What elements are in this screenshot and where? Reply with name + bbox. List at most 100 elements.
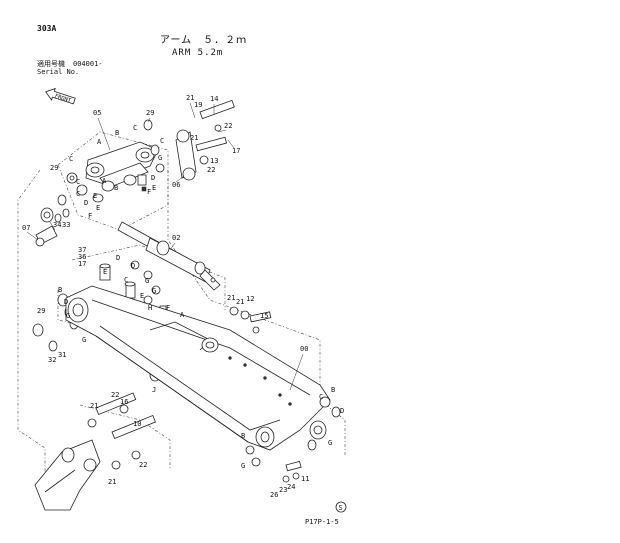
callout: 14: [210, 95, 218, 103]
callout: E: [103, 268, 107, 276]
link-bushings: [57, 119, 165, 206]
callout: B: [331, 386, 335, 394]
callout: F: [166, 304, 170, 312]
callout: D: [151, 174, 155, 182]
part-callouts: 05 29 21 19 14 22 17 13 06 21 22 C B A C…: [22, 94, 344, 499]
callout: E: [140, 292, 144, 300]
callout: B: [241, 432, 245, 440]
callout: 34: [53, 221, 61, 229]
callout: 21: [227, 294, 235, 302]
callout: 29: [50, 164, 58, 172]
leader-lines: [26, 102, 304, 391]
callout: 37: [78, 246, 86, 254]
callout: 23: [279, 486, 287, 494]
callout: 17: [78, 260, 86, 268]
callout: C: [160, 137, 164, 145]
callout: 36: [78, 253, 86, 261]
callout: 31: [58, 351, 66, 359]
page-reference: P17P-1-5: [305, 518, 339, 526]
callout: G: [158, 154, 162, 162]
left-bracket-line: [17, 169, 46, 480]
callout: 21: [190, 134, 198, 142]
callout: 12: [246, 295, 254, 303]
bottom-pin-set: [282, 460, 302, 483]
title-english: ARM 5.2m: [172, 48, 224, 58]
callout: 21: [108, 478, 116, 486]
callout: H: [148, 304, 152, 312]
callout: 02: [172, 234, 180, 242]
front-direction-arrow: FRONT: [45, 87, 76, 105]
callout: A: [97, 138, 102, 146]
callout: G: [328, 439, 332, 447]
bucket-cylinder: [117, 221, 221, 291]
callout: J: [152, 386, 156, 394]
callout: B: [114, 184, 118, 192]
rod-guide-line: [167, 170, 321, 400]
revision-mark: S: [335, 501, 347, 513]
callout: E: [93, 192, 97, 200]
callout: 22: [139, 461, 147, 469]
callout: 21: [236, 298, 244, 306]
callout: 22: [224, 122, 232, 130]
callout: D: [340, 407, 344, 415]
serial-label-japanese: 適用号機: [37, 60, 65, 68]
callout: G: [82, 336, 86, 344]
callout: 22: [111, 391, 119, 399]
callout: D: [64, 298, 68, 306]
callout: A: [102, 177, 107, 185]
bucket-guide-line: [79, 404, 171, 470]
callout: G: [145, 277, 149, 285]
callout: 29: [146, 109, 154, 117]
callout: 15: [260, 312, 268, 320]
callout: C: [76, 190, 80, 198]
callout: F: [147, 188, 151, 196]
revision-mark-letter: S: [339, 504, 343, 512]
callout: 21: [186, 94, 194, 102]
callout: 10: [133, 420, 141, 428]
bucket-partial: [34, 439, 101, 511]
link-assembly: [85, 141, 159, 192]
callout: D: [84, 199, 88, 207]
right-guide-line: [319, 399, 346, 455]
callout: 00: [300, 345, 308, 353]
callout: 21: [90, 402, 98, 410]
callout: A: [180, 311, 185, 319]
callout: 24: [287, 483, 295, 491]
callout: E: [96, 204, 100, 212]
serial-number-value: 004001-: [73, 60, 103, 68]
side-link: [175, 99, 235, 181]
callout: 05: [93, 109, 101, 117]
page-code: 303A: [37, 24, 57, 33]
callout: 26: [270, 491, 278, 499]
callout: 13: [210, 157, 218, 165]
callout: D: [116, 254, 120, 262]
callout: G: [152, 287, 156, 295]
callout: C: [76, 178, 80, 186]
callout: 29: [37, 307, 45, 315]
callout: D: [131, 262, 135, 270]
callout: G: [241, 462, 245, 470]
callout: 11: [301, 475, 309, 483]
boss-pin-set: [229, 306, 272, 334]
callout: 19: [194, 101, 202, 109]
arm-body: [65, 285, 341, 467]
callout: 16: [120, 398, 128, 406]
callout: 32: [48, 356, 56, 364]
serial-label-english: Serial No.: [37, 68, 80, 76]
callout: C: [69, 155, 73, 163]
lower-pins: [87, 392, 156, 470]
callout: C: [124, 276, 128, 284]
callout: 33: [62, 221, 70, 229]
title-japanese: アーム ５．２ｍ: [160, 35, 248, 46]
callout: 07: [22, 224, 30, 232]
callout: E: [152, 184, 156, 192]
front-arrow-label: FRONT: [54, 93, 72, 104]
pin-07: [35, 207, 70, 247]
callout: B: [115, 129, 119, 137]
callout: C: [133, 124, 137, 132]
callout: F: [88, 212, 92, 220]
pin-guide-line: [71, 244, 226, 310]
callout: 06: [172, 181, 180, 189]
callout: 22: [207, 166, 215, 174]
